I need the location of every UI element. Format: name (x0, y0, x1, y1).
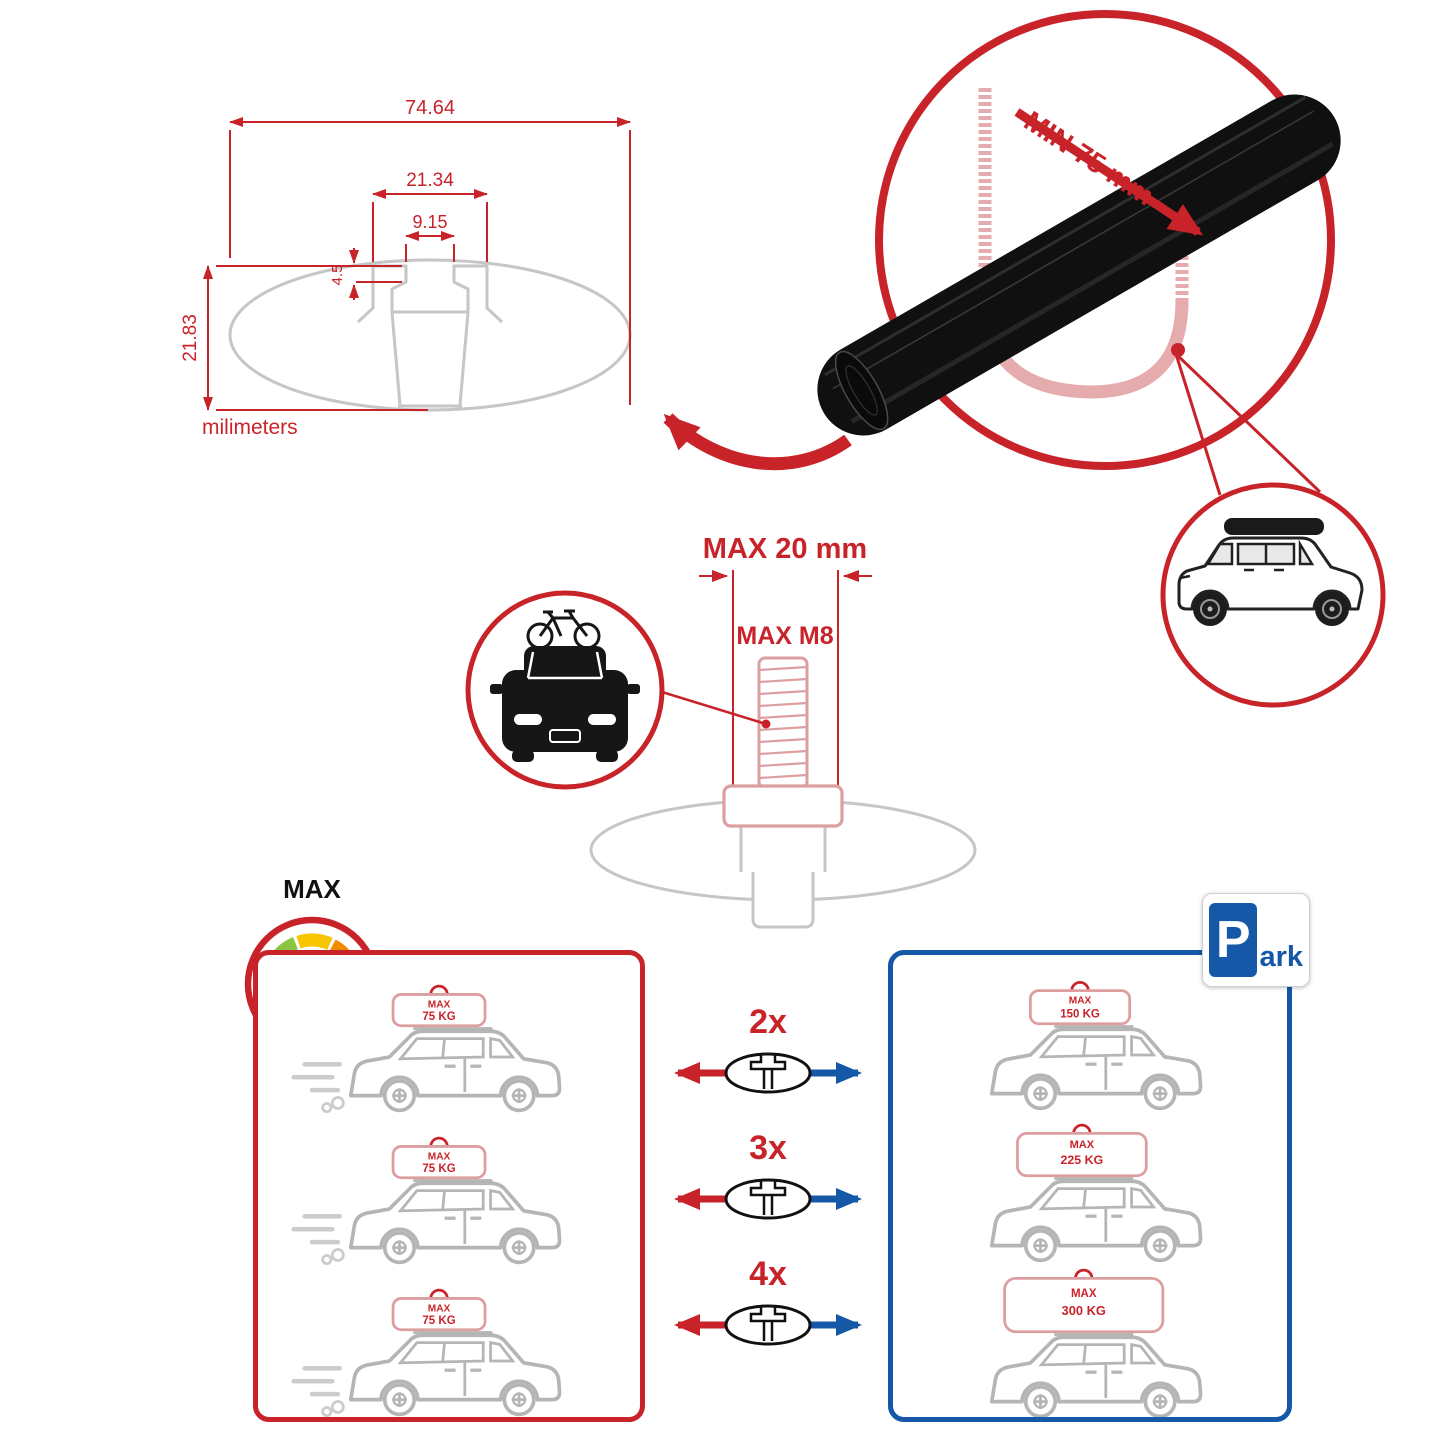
right-car-row-3: MAX 300 KG (989, 1268, 1203, 1419)
parked-load-panel: MAX 150 KG MAX 225 KG MAX 300 KG (888, 950, 1292, 1422)
multiplier-4x: 4x (674, 1255, 862, 1346)
parking-sign-icon: P ark (1202, 893, 1310, 987)
cross-section-dimension-diagram: 74.64 21.34 9.15 4.5 21.83 milimeters (180, 97, 632, 439)
cargo-max-label: MAX (1071, 1288, 1097, 1300)
dim-total-height-label: 21.83 (180, 314, 201, 362)
cargo-box (1028, 989, 1132, 1026)
parking-sign-p: P (1209, 903, 1258, 977)
min-clamp-arrow (1014, 108, 1204, 236)
clamp-stem (751, 872, 815, 929)
left-car-row-3: MAX 75 KG (294, 1288, 562, 1416)
dim-slot-outer-label: 21.34 (406, 170, 454, 191)
cargo-max-label: MAX (428, 1151, 451, 1162)
cargo-box (391, 1145, 487, 1180)
multiplier-label: 3x (749, 1129, 787, 1167)
dimension-lines (203, 117, 631, 411)
multiplier-2x: 2x (674, 1003, 862, 1094)
multiplier-3x: 3x (674, 1129, 862, 1220)
crossbar-profile-icon (724, 1304, 812, 1346)
parking-sign-ark: ark (1259, 941, 1303, 973)
suv-roofbox-callout (1160, 482, 1386, 708)
cargo-weight-label: 150 KG (1060, 1008, 1100, 1020)
car-with-bike-icon (490, 609, 640, 762)
t-bolt (722, 656, 844, 828)
multiplier-label: 2x (749, 1003, 787, 1041)
cargo-max-label: MAX (1070, 1139, 1095, 1151)
bolt-fitting-diagram: MAX 20 mm MAX M8 (465, 533, 977, 929)
cargo-box (391, 1297, 487, 1332)
suv-callout-circle (1160, 482, 1386, 708)
leader-to-bolt (661, 690, 767, 726)
suv-with-roofbox-icon (1177, 518, 1364, 626)
multiplier-label: 4x (749, 1255, 787, 1293)
gauge-max-label: MAX (283, 876, 341, 904)
left-car-row-1: MAX 75 KG (294, 984, 562, 1112)
right-car-row-2: MAX 225 KG (989, 1123, 1203, 1263)
crossbar-multiplier-column: 2x 3x 4x (674, 1003, 862, 1346)
cargo-box (1003, 1276, 1165, 1334)
cargo-max-label: MAX (428, 1303, 451, 1314)
driving-load-panel: MAX 75 KG MAX 75 KG MAX 75 KG (253, 950, 645, 1422)
bar-profile-ellipse (228, 258, 632, 412)
cargo-weight-label: 75 KG (422, 1011, 455, 1023)
cargo-weight-label: 75 KG (422, 1163, 455, 1175)
right-car-row-1: MAX 150 KG (989, 981, 1203, 1111)
crossbar-detail-callout: MIN 75 mm (817, 10, 1341, 470)
cargo-weight-label: 225 KG (1060, 1153, 1103, 1167)
left-car-row-2: MAX 75 KG (294, 1136, 562, 1264)
cargo-max-label: MAX (428, 999, 451, 1010)
crossbar-bar (817, 94, 1341, 436)
cargo-max-label: MAX (1069, 995, 1092, 1006)
leader-dot (761, 719, 771, 729)
clamp-point-dot (1171, 343, 1185, 357)
dim-slot-opening-label: 9.15 (412, 212, 447, 232)
bolt-dimension-lines (699, 570, 872, 796)
units-label: milimeters (202, 416, 298, 439)
bolt-width-label: MAX 20 mm (703, 533, 867, 565)
dim-lip-depth-label: 4.5 (329, 265, 346, 286)
cargo-weight-label: 300 KG (1062, 1303, 1106, 1318)
cargo-box (391, 993, 487, 1028)
bolt-thread-label: MAX M8 (736, 622, 833, 650)
cargo-weight-label: 75 KG (422, 1315, 455, 1327)
cargo-box (1016, 1132, 1148, 1178)
crossbar-profile-icon (724, 1178, 812, 1220)
crossbar-profile-icon (724, 1052, 812, 1094)
dim-total-width-label: 74.64 (405, 97, 455, 119)
